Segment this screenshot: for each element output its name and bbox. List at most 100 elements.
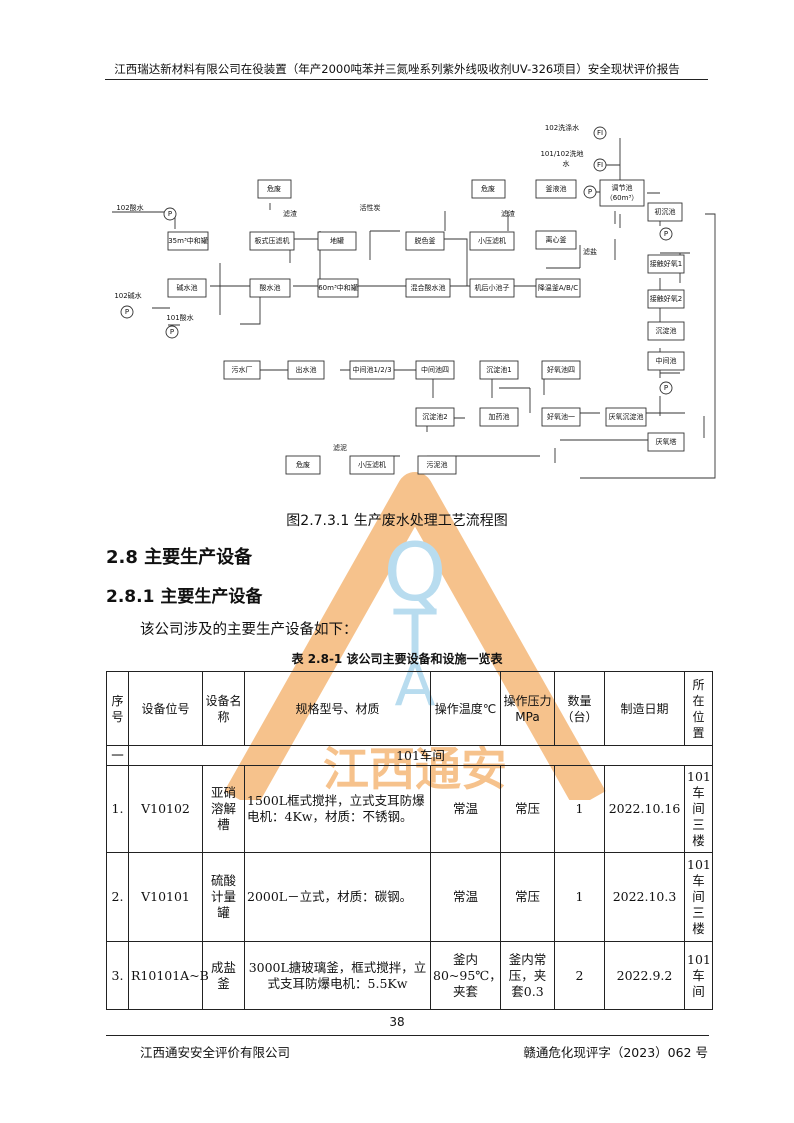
node-zjc123: [349, 360, 395, 380]
page-number: 38: [389, 1015, 405, 1029]
node-101s-label: 101酸水: [166, 313, 193, 322]
col-header-spec: 规格型号、材质: [244, 671, 431, 746]
node-cdc2-label: 沉淀池2: [422, 412, 447, 421]
node-zjs: [415, 360, 455, 380]
pump-6: [659, 381, 673, 395]
col-header-qty: 数量（台）: [554, 671, 605, 746]
node-jsc-label: 碱水池: [177, 283, 198, 292]
node-kbj-label: 板式压滤机: [255, 236, 290, 245]
node-wnc: [417, 455, 457, 475]
cell-date: 2022.10.3: [604, 852, 685, 942]
node-101xd-water-label: 水: [563, 159, 570, 168]
node-cdc: [647, 321, 685, 341]
cell-qty: 1: [554, 765, 605, 853]
node-jiang-label: 釜液池: [546, 184, 567, 193]
node-dg: [317, 231, 357, 251]
table-row: 3. R10101A~B 成盐釜 3000L搪玻璃釜，框式搅拌，立式支耳防爆电机…: [106, 941, 713, 1010]
cell-no: 2.: [106, 852, 129, 942]
node-jwf: [535, 278, 581, 298]
node-jchy2: [647, 289, 685, 309]
page-header-title: 江西瑞达新材料有限公司在役装置（年产2000吨苯并三氮唑系列紫外线吸收剂UV-3…: [114, 62, 680, 76]
section-heading-2-8: 2.8 主要生产设备: [106, 547, 253, 568]
node-wnc-label: 污泥池: [427, 460, 448, 469]
node-xyj2-label: 小压滤机: [358, 460, 386, 469]
node-wf3-label: 危废: [296, 460, 310, 469]
col-header-date: 制造日期: [604, 671, 685, 746]
pump-5-label: P: [664, 230, 668, 238]
node-zjc123-label: 中间池1/2/3: [352, 365, 391, 374]
cell-qty: 2: [554, 941, 605, 1010]
pump-3-label: P: [125, 308, 129, 316]
cell-spec: 2000L－立式，材质：碳钢。: [244, 852, 431, 942]
node-lvyan-label: 滤盐: [583, 247, 597, 256]
node-kbj: [249, 231, 295, 251]
flowmeter-1: [593, 126, 607, 140]
node-wf2: [471, 179, 506, 199]
footer-company: 江西通安安全评价有限公司: [140, 1045, 291, 1060]
node-jchy1-label: 接触好氧1: [650, 259, 682, 268]
intro-paragraph: 该公司涉及的主要生产设备如下：: [140, 622, 358, 638]
cell-loc: 101车间三楼: [684, 852, 713, 942]
col-header-loc: 所在位置: [684, 671, 713, 746]
cell-name: 硫酸计量罐: [202, 852, 245, 942]
node-hyc1-label: 好氧池一: [547, 412, 575, 421]
equipment-table: 序号 设备位号 设备名称 规格型号、材质 操作温度℃ 操作压力MPa 数量（台）…: [106, 671, 713, 1010]
node-yyt: [647, 432, 685, 452]
table-group-row: 一 101车间: [106, 745, 713, 766]
node-cdc2: [415, 407, 455, 427]
node-tjc: [599, 179, 645, 207]
cell-spec: 3000L搪玻璃釜，框式搅拌，立式支耳防爆电机：5.5Kw: [244, 941, 431, 1010]
pump-6-label: P: [664, 384, 668, 392]
cell-date: 2022.10.16: [604, 765, 685, 853]
node-xyj2: [349, 455, 395, 475]
flow-nodes: 危废 滤渣 活性炭 危废 滤渣 釜液池 离心釜 滤盐 调节池（60m³） 初沉池…: [114, 123, 685, 475]
node-jhx: [469, 278, 515, 298]
flowmeter-1-label: FI: [597, 129, 603, 137]
node-wsc: [223, 360, 261, 380]
cell-tag: V10102: [128, 765, 203, 853]
node-35-label: 35m³中和罐: [168, 236, 208, 245]
cell-name: 亚硝溶解槽: [202, 765, 245, 853]
node-102xd-label: 102洗涤水: [545, 123, 579, 132]
node-yyt-label: 厌氧塔: [656, 437, 677, 446]
node-jyc-label: 加药池: [489, 412, 510, 421]
pump-2-label: P: [168, 210, 172, 218]
node-cdc1-label: 沉淀池1: [486, 365, 511, 374]
table-row: 1. V10102 亚硝溶解槽 1500L框式搅拌，立式支耳防爆电机：4Kw，材…: [106, 765, 713, 853]
flowmeter-2-label: FI: [597, 161, 603, 169]
node-tjc-volume-label: （60m³）: [606, 194, 639, 202]
node-tsf: [405, 231, 445, 251]
cell-name: 成盐釜: [202, 941, 245, 1010]
figure-caption: 图2.7.3.1 生产废水处理工艺流程图: [286, 513, 508, 529]
node-102js-label: 102碱水: [114, 291, 141, 300]
node-35: [167, 231, 209, 251]
node-wf1: [257, 179, 292, 199]
col-header-temp: 操作温度℃: [430, 671, 501, 746]
pump-4-label: P: [170, 328, 174, 336]
node-csc: [287, 360, 325, 380]
footer-doc-number: 赣通危化现评字（2023）062 号: [523, 1045, 708, 1060]
node-102s-label: 102酸水: [116, 203, 143, 212]
table-header-row: 序号 设备位号 设备名称 规格型号、材质 操作温度℃ 操作压力MPa 数量（台）…: [106, 671, 713, 746]
node-hhs: [405, 278, 451, 298]
node-jchy2-label: 接触好氧2: [650, 294, 682, 303]
section-heading-2-8-1: 2.8.1 主要生产设备: [106, 587, 263, 607]
table-row: 2. V10101 硫酸计量罐 2000L－立式，材质：碳钢。 常温 常压 1 …: [106, 852, 713, 942]
watermark-letter-q: Q: [384, 526, 447, 619]
node-zjs-label: 中间池四: [421, 365, 449, 374]
node-dg-label: 地罐: [330, 236, 344, 245]
pump-1-label: P: [588, 188, 592, 196]
col-header-tag: 设备位号: [128, 671, 203, 746]
node-hyc4: [541, 360, 581, 380]
wastewater-process-flow-diagram: 危废 滤渣 活性炭 危废 滤渣 釜液池 离心釜 滤盐 调节池（60m³） 初沉池…: [112, 123, 716, 479]
group-no: 一: [106, 745, 129, 766]
col-header-press: 操作压力MPa: [500, 671, 555, 746]
node-jhx-label: 机后小池子: [475, 283, 510, 292]
node-wsc-label: 污水厂: [232, 365, 253, 374]
cell-loc: 101车间三楼: [684, 765, 713, 853]
node-tsf-label: 脱色釜: [415, 236, 436, 245]
cell-no: 3.: [106, 941, 129, 1010]
footer-rule: [106, 1035, 709, 1036]
node-csc-label: 出水池: [296, 365, 317, 374]
node-yycd: [605, 407, 647, 427]
